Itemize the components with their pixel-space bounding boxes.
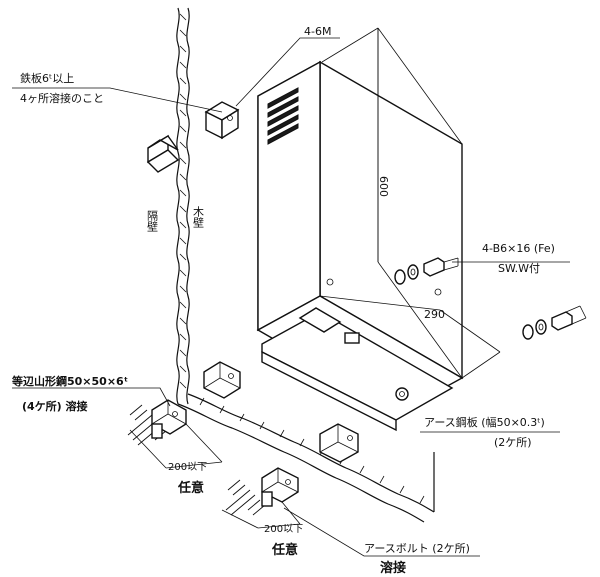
wall-edge (176, 7, 190, 405)
bolt-set-lower (522, 305, 587, 340)
wall-bracket-upper-right (204, 101, 240, 140)
label-optional-2: 任意 (271, 542, 298, 558)
label-weld-angle: (4ケ所) 溶接 (22, 399, 88, 413)
label-depth-dim: 290 (424, 308, 445, 321)
label-spacing-2: 200以下 (264, 524, 303, 535)
dimension-height (321, 27, 463, 379)
cabinet (256, 60, 464, 432)
label-anchor-holes: 4-6M (304, 25, 331, 38)
label-optional-1: 任意 (177, 480, 204, 496)
label-weld-earth: 溶接 (380, 560, 406, 576)
angle-steel-1 (151, 399, 187, 439)
label-weld-four: 4ヶ所溶接のこと (20, 91, 104, 105)
label-earth-bolt: アースボルト (2ケ所) (364, 542, 470, 555)
label-steel-plate: 鉄板6ᵗ以上 (20, 71, 74, 85)
label-height-dim: 600 (377, 176, 390, 197)
floor-hatch-left (127, 404, 266, 516)
label-washers: SW.W付 (498, 262, 540, 275)
label-earth-plate: アース鋼板 (幅50×0.3ᵗ) (424, 415, 545, 429)
dimension-depth (319, 295, 501, 379)
label-earth-plate-count: (2ケ所) (494, 436, 532, 449)
dimension-spacing (129, 423, 301, 529)
label-spacing-1: 200以下 (168, 462, 207, 473)
floor-edge (177, 393, 435, 523)
floor-bracket-right (319, 423, 359, 463)
floor-bracket-left (203, 361, 241, 399)
label-partition-wall: 隔壁 (146, 210, 159, 232)
wall-bracket-upper-left (146, 134, 180, 173)
ventilation-louvers (267, 87, 299, 145)
label-bolts: 4-B6×16 (Fe) (482, 242, 555, 255)
bolt-set-upper (394, 257, 459, 285)
label-angle-steel: 等辺山形鋼50×50×6ᵗ (11, 374, 128, 388)
label-wooden-wall: 木壁 (192, 206, 205, 228)
angle-steel-2 (261, 467, 299, 507)
leader-lines (12, 37, 570, 557)
